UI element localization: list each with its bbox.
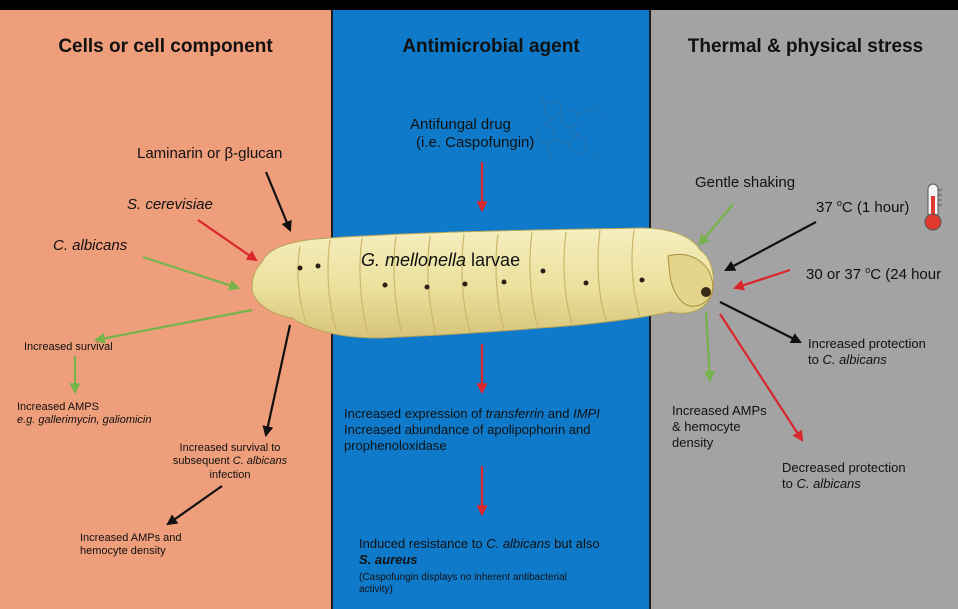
arrow-laminarin bbox=[266, 172, 290, 230]
drug-line-2: (i.e. Caspofungin) bbox=[410, 134, 534, 152]
label-c-albicans: C. albicans bbox=[53, 237, 127, 255]
note-line-1: (Caspofungin displays no inherent antiba… bbox=[359, 572, 567, 584]
amps-hemo-line-2: hemocyte density bbox=[80, 545, 182, 558]
note-line-2: activity) bbox=[359, 584, 567, 596]
abund-line-2: prophenoloxidase bbox=[344, 438, 600, 454]
label-amps-hemocyte: Increased AMPs and hemocyte density bbox=[80, 532, 182, 559]
arrow-gentle-shaking bbox=[700, 204, 733, 244]
label-37c-1hour: 37 oC (1 hour) bbox=[816, 198, 909, 217]
abund-line-1: Increased abundance of apolipophorin and bbox=[344, 422, 600, 438]
resist-d: S. aureus bbox=[359, 552, 600, 568]
arrow-30-37c-24hour bbox=[735, 270, 790, 288]
larvae-species: G. mellonella bbox=[361, 250, 466, 270]
label-larvae: G. mellonella larvae bbox=[361, 250, 520, 272]
larvae-word: larvae bbox=[466, 250, 520, 270]
inc-prot-line-2: to C. albicans bbox=[808, 352, 926, 368]
resist-b: C. albicans bbox=[486, 536, 550, 551]
header-cells: Cells or cell component bbox=[0, 36, 331, 58]
dec-prot-2b: C. albicans bbox=[796, 476, 860, 491]
expr-d: IMPI bbox=[573, 406, 600, 421]
survival-line-2: subsequent C. albicans bbox=[170, 455, 290, 468]
dec-prot-line-1: Decreased protection bbox=[782, 460, 906, 476]
expression-line: Increased expression of transferrin and … bbox=[344, 406, 600, 422]
arrow-s-cerevisiae bbox=[198, 220, 256, 260]
amps-r-line-1: Increased AMPs bbox=[672, 403, 767, 419]
label-increased-survival: Increased survival bbox=[24, 341, 113, 354]
label-survival-subsequent: Increased survival to subsequent C. albi… bbox=[170, 442, 290, 482]
label-increased-expression: Increased expression of transferrin and … bbox=[344, 406, 600, 454]
label-increased-protection: Increased protection to C. albicans bbox=[808, 336, 926, 368]
inc-prot-2b: C. albicans bbox=[822, 352, 886, 367]
label-increased-amps: Increased AMPS bbox=[17, 401, 99, 414]
amps-hemo-line-1: Increased AMPs and bbox=[80, 532, 182, 545]
dec-prot-2a: to bbox=[782, 476, 796, 491]
label-30-37c-24hour: 30 or 37 oC (24 hour bbox=[806, 265, 941, 284]
drug-line-1: Antifungal drug bbox=[410, 116, 534, 134]
label-caspofungin-note: (Caspofungin displays no inherent antiba… bbox=[359, 572, 567, 596]
temp2-a: 30 or 37 bbox=[806, 266, 865, 283]
label-amps-examples: e.g. gallerimycin, galiomicin bbox=[17, 414, 152, 427]
resist-a: Induced resistance to bbox=[359, 536, 486, 551]
thermometer-icon bbox=[920, 182, 946, 234]
resist-c: but also bbox=[551, 536, 600, 551]
arrow-increased-protection bbox=[720, 302, 800, 342]
amps-r-line-2: & hemocyte bbox=[672, 419, 767, 435]
label-increased-amps-right: Increased AMPs & hemocyte density bbox=[672, 403, 767, 451]
survival-line-2a: subsequent bbox=[173, 455, 233, 467]
inc-prot-2a: to bbox=[808, 352, 822, 367]
expr-b: transferrin bbox=[486, 406, 545, 421]
label-s-cerevisiae: S. cerevisiae bbox=[127, 196, 213, 214]
label-decreased-protection: Decreased protection to C. albicans bbox=[782, 460, 906, 492]
amps-r-line-3: density bbox=[672, 435, 767, 451]
arrow-survival-subsequent bbox=[266, 325, 290, 435]
expr-c: and bbox=[544, 406, 573, 421]
survival-line-2b: C. albicans bbox=[233, 455, 287, 467]
header-thermal: Thermal & physical stress bbox=[653, 36, 958, 58]
temp1-b: C (1 hour) bbox=[842, 199, 910, 216]
resist-line: Induced resistance to C. albicans but al… bbox=[359, 536, 600, 552]
dec-prot-line-2: to C. albicans bbox=[782, 476, 906, 492]
arrow-increased-survival bbox=[96, 310, 252, 340]
arrow-increased-amps-right bbox=[706, 312, 710, 380]
arrow-amps-hemocyte bbox=[168, 486, 222, 524]
expr-a: Increased expression of bbox=[344, 406, 486, 421]
label-antifungal-drug: Antifungal drug (i.e. Caspofungin) bbox=[410, 116, 534, 153]
label-gentle-shaking: Gentle shaking bbox=[695, 174, 795, 192]
arrow-c-albicans bbox=[143, 257, 238, 288]
temp2-b: C (24 hour bbox=[870, 266, 941, 283]
header-antimicrobial: Antimicrobial agent bbox=[333, 36, 649, 58]
label-induced-resistance: Induced resistance to C. albicans but al… bbox=[359, 536, 600, 568]
inc-prot-line-1: Increased protection bbox=[808, 336, 926, 352]
label-laminarin: Laminarin or β-glucan bbox=[137, 145, 282, 163]
survival-line-1: Increased survival to bbox=[170, 442, 290, 455]
survival-line-3: infection bbox=[170, 469, 290, 482]
temp1-a: 37 bbox=[816, 199, 837, 216]
arrow-37c-1hour bbox=[726, 222, 816, 270]
